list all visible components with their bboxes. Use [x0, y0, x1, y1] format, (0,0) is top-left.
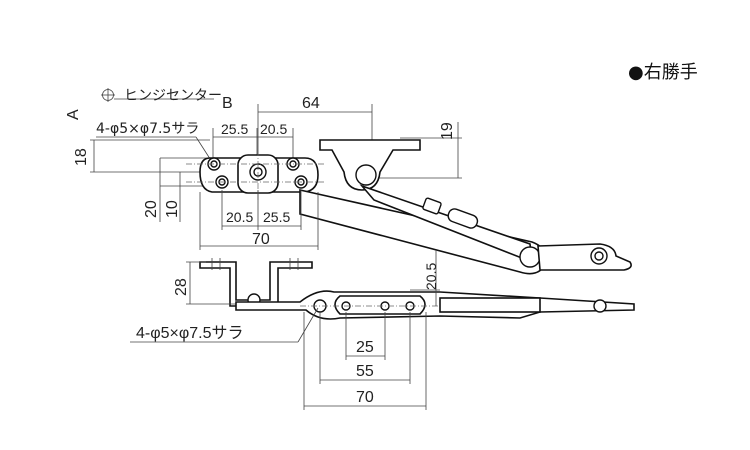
mark-a-label: A	[65, 109, 82, 120]
dimension-28-text: 28	[173, 278, 190, 296]
dimension-20-5-bottom-text: 20.5	[226, 209, 253, 225]
dimension-64-text: 64	[302, 95, 320, 112]
washer-note-top-leader	[96, 136, 215, 166]
bracket-side-view	[199, 258, 313, 307]
dimension-25-5-top-text: 25.5	[221, 121, 248, 137]
dimension-bottom-top-view	[199, 190, 319, 250]
hinge-center-label: ヒンジセンター	[124, 88, 222, 104]
dimension-20-10	[159, 157, 210, 222]
arm-side-view	[235, 290, 635, 320]
dimension-10-text: 10	[164, 200, 181, 218]
hinge-center-marker	[101, 88, 214, 102]
dimension-20-5-top-text: 20.5	[260, 121, 287, 137]
dimension-19	[372, 122, 462, 179]
dimension-70-bottom-text: 70	[356, 389, 374, 406]
dimension-20-5-side	[410, 250, 440, 306]
dimension-20-text: 20	[143, 200, 160, 218]
dimension-bottom-side-view	[303, 312, 427, 410]
dimension-25-5-bottom-text: 25.5	[263, 209, 290, 225]
handedness-label: ●右勝手	[628, 62, 698, 83]
dimension-20-5-side-text: 20.5	[423, 263, 439, 290]
dimension-18	[90, 139, 210, 173]
dimension-70-top-text: 70	[252, 231, 270, 248]
washer-note-top: 4-φ5×φ7.5サラ	[96, 121, 199, 137]
hinge-arm-assembly	[299, 139, 632, 275]
dimension-55-text: 55	[356, 363, 374, 380]
mark-b-label: B	[222, 95, 233, 112]
dimension-18-text: 18	[73, 148, 90, 166]
dimension-28	[186, 261, 236, 305]
dimension-19-text: 19	[439, 122, 456, 140]
dimension-25-text: 25	[356, 339, 374, 356]
washer-note-bottom: 4-φ5×φ7.5サラ	[136, 325, 243, 342]
washer-note-bottom-leader	[130, 307, 319, 343]
